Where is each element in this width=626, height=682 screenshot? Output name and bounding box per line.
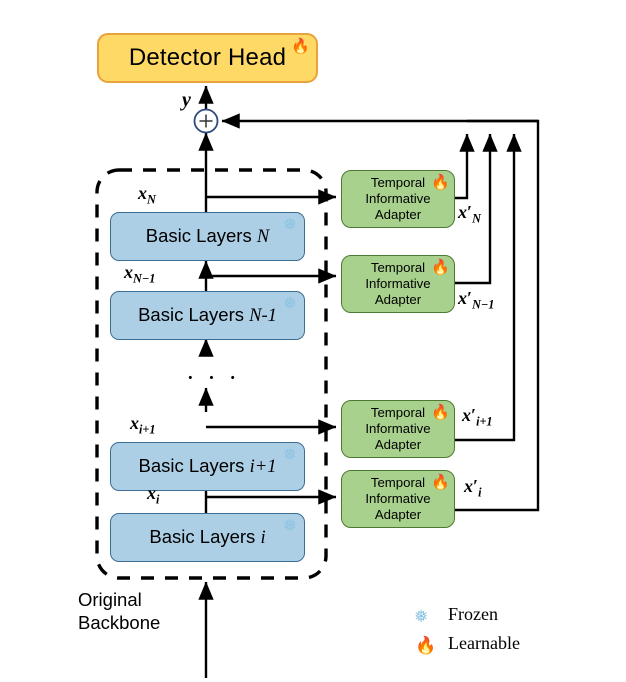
snowflake-icon: ❅: [282, 516, 297, 535]
adapter-line-3: Adapter: [374, 291, 422, 307]
basic-layer-i-plus-1-label: Basic Layers i+1: [138, 455, 277, 477]
flame-icon: 🔥: [431, 404, 450, 421]
adapter-line-1: Temporal: [370, 475, 426, 491]
flame-icon: 🔥: [415, 636, 437, 655]
basic-layer-N-1-label: Basic Layers N-1: [138, 304, 277, 326]
adapter-out-label-xi-prime: x′i: [464, 476, 482, 500]
snowflake-icon: ❅: [282, 215, 297, 234]
temporal-informative-adapter-i[interactable]: Temporal Informative Adapter 🔥: [341, 470, 455, 528]
basic-layer-N-1[interactable]: Basic Layers N-1 ❅: [110, 291, 305, 340]
adapter-line-1: Temporal: [370, 175, 426, 191]
temporal-informative-adapter-N-1[interactable]: Temporal Informative Adapter 🔥: [341, 255, 455, 313]
adapter-line-3: Adapter: [374, 506, 422, 522]
flame-icon: 🔥: [431, 259, 450, 276]
legend-label-learnable: Learnable: [448, 633, 520, 653]
basic-layer-N-label: Basic Layers N: [145, 225, 270, 247]
feature-label-xN-1: xN−1: [124, 262, 156, 286]
temporal-informative-adapter-i-plus-1[interactable]: Temporal Informative Adapter 🔥: [341, 400, 455, 458]
adapter-line-1: Temporal: [370, 405, 426, 421]
detector-head-box[interactable]: Detector Head 🔥: [97, 33, 318, 83]
sum-output-label: y: [182, 89, 191, 111]
backbone-caption-line2: Backbone: [78, 611, 161, 633]
basic-layer-i[interactable]: Basic Layers i ❅: [110, 513, 305, 562]
edge-adapter1-out: [455, 133, 475, 200]
backbone-ellipsis: · · ·: [186, 363, 240, 392]
adapter-out-label-xi-plus-1-prime: x′i+1: [462, 405, 493, 429]
adapter-line-3: Adapter: [374, 436, 422, 452]
feature-label-xN: xN: [138, 183, 156, 207]
feature-label-xi: xi: [147, 483, 160, 507]
basic-layer-i-plus-1[interactable]: Basic Layers i+1 ❅: [110, 442, 305, 491]
adapter-line-3: Adapter: [374, 206, 422, 222]
backbone-caption-line1: Original: [78, 589, 142, 610]
snowflake-icon: ❅: [282, 445, 297, 464]
basic-layer-N[interactable]: Basic Layers N ❅: [110, 212, 305, 261]
snowflake-icon: ❅: [282, 294, 297, 313]
adapter-line-2: Informative: [365, 421, 431, 437]
adapter-line-1: Temporal: [370, 260, 426, 276]
snowflake-icon: ❅: [414, 607, 429, 626]
adapter-line-2: Informative: [365, 276, 431, 292]
backbone-caption: Original Backbone: [78, 589, 160, 634]
edge-adapter3-out: [455, 133, 522, 442]
flame-icon: 🔥: [431, 474, 450, 491]
feature-label-xi-plus-1: xi+1: [130, 413, 156, 437]
flame-icon: 🔥: [431, 174, 450, 191]
sum-node-circle: [193, 108, 219, 134]
adapter-out-label-xN-1-prime: x′N−1: [458, 288, 495, 312]
detector-head-label: Detector Head: [128, 44, 287, 71]
flame-icon: 🔥: [291, 38, 310, 55]
adapter-line-2: Informative: [365, 491, 431, 507]
adapter-out-label-xN-prime: x′N: [458, 202, 481, 226]
temporal-informative-adapter-N[interactable]: Temporal Informative Adapter 🔥: [341, 170, 455, 228]
adapter-line-2: Informative: [365, 191, 431, 207]
legend-label-frozen: Frozen: [448, 604, 498, 624]
basic-layer-i-label: Basic Layers i: [149, 526, 266, 548]
